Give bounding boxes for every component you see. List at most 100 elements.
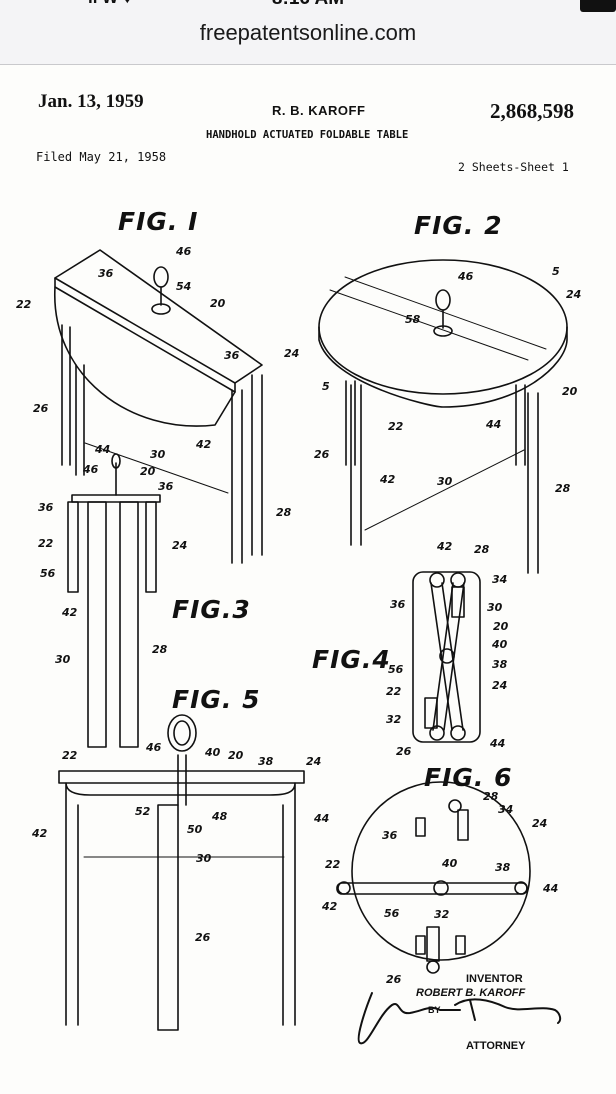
ref-numeral: 30 (487, 601, 503, 614)
patent-document: Jan. 13, 1959 R. B. KAROFF 2,868,598 HAN… (0, 65, 616, 1094)
ref-numeral: 46 (82, 463, 99, 476)
ref-numeral: 38 (495, 861, 511, 874)
ref-numeral: 20 (562, 385, 578, 398)
ref-numeral: 56 (40, 567, 56, 580)
ref-numeral: 36 (224, 349, 240, 362)
ref-numeral: 26 (386, 973, 402, 986)
ref-numeral: 24 (306, 755, 321, 768)
inventor-header: R. B. KAROFF (272, 103, 366, 118)
ref-numeral: 48 (211, 810, 228, 823)
ref-numeral: 34 (498, 803, 513, 816)
ref-numeral: 22 (325, 858, 341, 871)
url-text[interactable]: freepatentsonline.com (199, 20, 417, 45)
battery-icon (580, 0, 616, 12)
by-label: BY (428, 1005, 441, 1015)
ref-numeral: 42 (195, 438, 212, 451)
fig2-label: FIG. 2 (414, 211, 503, 240)
ref-numeral: 46 (175, 245, 192, 258)
ref-numeral: 24 (492, 679, 507, 692)
ref-numeral: 5 (552, 265, 560, 278)
ref-numeral: 32 (434, 908, 450, 921)
ref-numeral: 20 (140, 465, 156, 478)
ref-numeral: 50 (187, 823, 203, 836)
ref-numeral: 42 (321, 900, 338, 913)
ref-numeral: 26 (195, 931, 211, 944)
ref-numeral: 44 (313, 812, 329, 825)
ref-numeral: 30 (196, 852, 212, 865)
attorney-signature (357, 992, 562, 1045)
patent-date: Jan. 13, 1959 (38, 91, 144, 112)
status-time: 8:16 AM (0, 0, 616, 10)
ref-numeral: 58 (405, 313, 421, 326)
patent-title: HANDHOLD ACTUATED FOLDABLE TABLE (206, 129, 409, 141)
ref-numeral: 28 (555, 482, 571, 495)
ref-numeral: 26 (396, 745, 412, 758)
ref-numeral: 24 (566, 288, 581, 301)
ref-numeral: 26 (314, 448, 330, 461)
fig1-label: FIG. I (118, 207, 199, 236)
ref-numeral: 20 (210, 297, 226, 310)
ref-numeral: 44 (94, 443, 110, 456)
ref-numeral: 44 (489, 737, 505, 750)
fig4-label: FIG.4 (312, 645, 391, 674)
ref-numeral: 30 (437, 475, 453, 488)
filed-date: Filed May 21, 1958 (36, 150, 167, 164)
ref-numeral: 32 (386, 713, 402, 726)
ref-numeral: 44 (542, 882, 558, 895)
ref-numeral: 28 (276, 506, 292, 519)
ref-numeral: 36 (390, 598, 406, 611)
reference-numerals: 46 54 36 20 22 36 24 26 44 30 42 28 46 5… (16, 245, 581, 986)
ref-numeral: 30 (55, 653, 71, 666)
patent-drawing: 46 54 36 20 22 36 24 26 44 30 42 28 46 5… (16, 245, 581, 1045)
fig5-label: FIG. 5 (172, 685, 261, 714)
address-bar[interactable]: freepatentsonline.com (0, 14, 616, 65)
fig2-drawing (318, 259, 568, 574)
ref-numeral: 36 (98, 267, 114, 280)
inventor-name: ROBERT B. KAROFF (416, 987, 526, 999)
ref-numeral: 56 (384, 907, 400, 920)
fig3-drawing (67, 453, 161, 748)
ref-numeral: 38 (258, 755, 274, 768)
ref-numeral: 42 (61, 606, 78, 619)
ref-numeral: 28 (483, 790, 499, 803)
ref-numeral: 22 (16, 298, 32, 311)
ref-numeral: 22 (388, 420, 404, 433)
ref-numeral: 22 (38, 537, 54, 550)
ref-numeral: 46 (457, 270, 474, 283)
ref-numeral: 36 (38, 501, 54, 514)
ref-numeral: 36 (382, 829, 398, 842)
ref-numeral: 22 (62, 749, 78, 762)
ref-numeral: 36 (158, 480, 174, 493)
fig1-drawing (54, 249, 263, 564)
ref-numeral: 22 (386, 685, 402, 698)
ref-numeral: 20 (228, 749, 244, 762)
ref-numeral: 40 (491, 638, 508, 651)
ref-numeral: 42 (436, 540, 453, 553)
ref-numeral: 42 (379, 473, 396, 486)
sheet-count: 2 Sheets-Sheet 1 (458, 160, 569, 174)
ref-numeral: 30 (150, 448, 166, 461)
ref-numeral: 5 (322, 380, 330, 393)
fig4-drawing (412, 571, 481, 743)
ref-numeral: 42 (31, 827, 48, 840)
ref-numeral: 24 (284, 347, 299, 360)
inventor-label: INVENTOR (466, 973, 523, 985)
attorney-label: ATTORNEY (466, 1040, 526, 1052)
signal-icon: ll W ♦ (88, 0, 132, 8)
ref-numeral: 40 (204, 746, 221, 759)
ref-numeral: 24 (532, 817, 547, 830)
ref-numeral: 38 (492, 658, 508, 671)
ref-numeral: 26 (33, 402, 49, 415)
ref-numeral: 44 (485, 418, 501, 431)
patent-number: 2,868,598 (490, 99, 574, 123)
fig5-drawing (58, 714, 305, 1031)
ref-numeral: 54 (176, 280, 191, 293)
ref-numeral: 40 (441, 857, 458, 870)
ref-numeral: 28 (152, 643, 168, 656)
ref-numeral: 20 (493, 620, 509, 633)
ref-numeral: 46 (145, 741, 162, 754)
fig6-drawing (336, 781, 531, 974)
status-bar: ll W ♦ 8:16 AM (0, 0, 616, 14)
ref-numeral: 28 (474, 543, 490, 556)
ref-numeral: 56 (388, 663, 404, 676)
